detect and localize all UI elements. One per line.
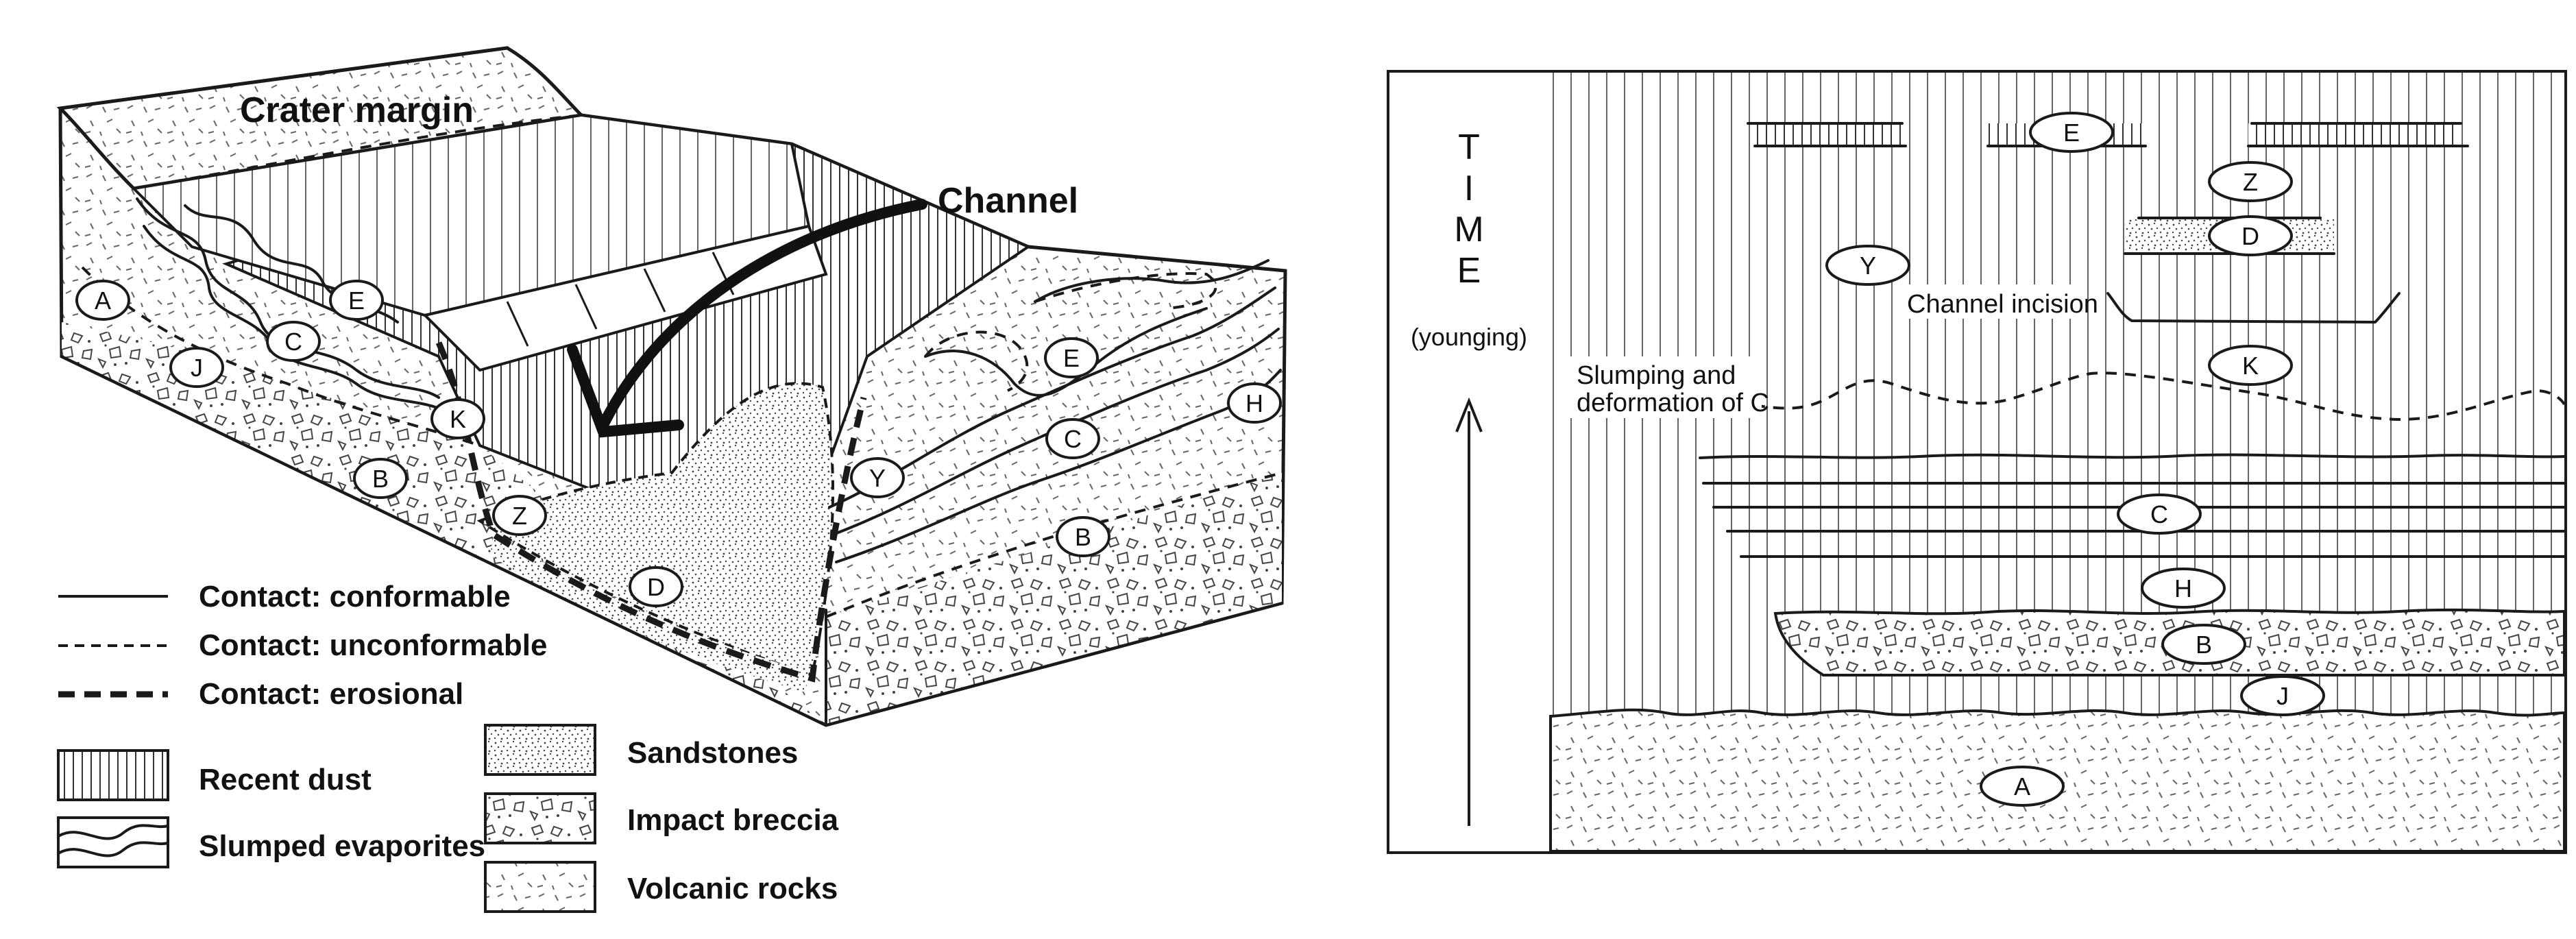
svg-text:K: K bbox=[2242, 352, 2259, 380]
svg-text:J: J bbox=[191, 354, 203, 382]
block-unit-b-right: B bbox=[1056, 516, 1110, 557]
time-note: (younging) bbox=[1411, 323, 1527, 351]
column-unit-z: Z bbox=[2208, 161, 2293, 202]
svg-text:Impact breccia: Impact breccia bbox=[627, 803, 839, 837]
block-unit-h: H bbox=[1227, 382, 1282, 424]
svg-text:C: C bbox=[2150, 500, 2168, 528]
time-arrow-head bbox=[1455, 397, 1483, 432]
svg-text:Contact: unconformable: Contact: unconformable bbox=[199, 629, 547, 662]
svg-text:E: E bbox=[2063, 119, 2080, 147]
svg-text:B: B bbox=[2196, 631, 2212, 659]
block-unit-labels: A J C E K B Z bbox=[75, 280, 1282, 607]
svg-text:Slumping and: Slumping and bbox=[1577, 361, 1736, 390]
legend-recent-dust: Recent dust bbox=[57, 749, 372, 801]
svg-text:C: C bbox=[1064, 425, 1082, 453]
legend-volcanic-rocks: Volcanic rocks bbox=[484, 861, 838, 913]
svg-text:Y: Y bbox=[869, 464, 886, 492]
block-unit-c-right: C bbox=[1045, 418, 1100, 459]
column-unit-b: B bbox=[2161, 624, 2246, 665]
block-diagram: Crater margin Channel A J C E K bbox=[56, 46, 1287, 727]
block-unit-y: Y bbox=[850, 457, 905, 498]
svg-text:Volcanic rocks: Volcanic rocks bbox=[627, 872, 838, 905]
column-slumping-contact bbox=[1658, 371, 2566, 422]
svg-text:Contact: conformable: Contact: conformable bbox=[199, 580, 511, 613]
legend-contact-erosional: Contact: erosional bbox=[58, 677, 463, 711]
column-unit-labels: E Z D Y K C H bbox=[1825, 112, 2325, 807]
svg-text:C: C bbox=[284, 328, 302, 356]
svg-text:Contact: erosional: Contact: erosional bbox=[199, 677, 463, 711]
column-unit-d: D bbox=[2208, 215, 2293, 256]
legend-slumped-evaporites: Slumped evaporites bbox=[57, 816, 485, 868]
block-unit-e-right: E bbox=[1044, 337, 1099, 378]
dust-terrace bbox=[422, 224, 828, 372]
block-edges bbox=[60, 355, 1283, 727]
stratigraphic-column: T I M E (younging) Slumping and deformat… bbox=[1387, 70, 2567, 854]
svg-text:J: J bbox=[2276, 682, 2289, 710]
svg-text:E: E bbox=[1457, 251, 1481, 291]
channel-sandstone bbox=[476, 382, 835, 677]
channel-incision-label: Channel incision bbox=[1902, 284, 2098, 319]
channel-label: Channel bbox=[938, 181, 1078, 221]
svg-text:M: M bbox=[1454, 210, 1483, 249]
column-unit-y: Y bbox=[1825, 245, 1910, 286]
column-unit-j: J bbox=[2240, 675, 2325, 716]
legend-sandstones: Sandstones bbox=[484, 724, 798, 776]
legend-contact-conformable: Contact: conformable bbox=[58, 580, 511, 613]
svg-text:E: E bbox=[348, 286, 365, 315]
svg-text:Z: Z bbox=[512, 502, 527, 530]
block-unit-e-left: E bbox=[329, 280, 384, 321]
svg-text:Recent dust: Recent dust bbox=[199, 763, 372, 796]
block-unit-c: C bbox=[266, 321, 321, 362]
block-unit-k: K bbox=[430, 398, 485, 439]
block-unit-z: Z bbox=[492, 495, 547, 536]
svg-text:Slumped evaporites: Slumped evaporites bbox=[199, 829, 485, 863]
svg-text:K: K bbox=[450, 405, 466, 433]
column-unit-h: H bbox=[2141, 568, 2226, 609]
svg-text:B: B bbox=[372, 465, 389, 493]
svg-text:H: H bbox=[2174, 574, 2192, 602]
block-unit-d: D bbox=[629, 566, 683, 607]
column-unit-k: K bbox=[2208, 345, 2293, 386]
channel-arrow-shaft bbox=[598, 199, 927, 430]
legend-impact-breccia: Impact breccia bbox=[484, 792, 839, 844]
column-unit-c: C bbox=[2117, 493, 2202, 535]
block-unit-j: J bbox=[169, 347, 224, 388]
svg-text:I: I bbox=[1464, 169, 1474, 208]
svg-text:B: B bbox=[1075, 523, 1091, 551]
breccia-right bbox=[826, 473, 1282, 725]
svg-text:D: D bbox=[647, 573, 665, 601]
svg-text:T: T bbox=[1458, 127, 1480, 167]
slumping-label: Slumping and deformation of C bbox=[1570, 356, 1769, 418]
svg-text:A: A bbox=[2014, 772, 2030, 801]
svg-text:Y: Y bbox=[1860, 252, 1876, 280]
svg-text:D: D bbox=[2241, 222, 2259, 250]
svg-text:H: H bbox=[1246, 389, 1263, 417]
column-unit-e: E bbox=[2029, 112, 2114, 153]
svg-text:Z: Z bbox=[2243, 168, 2258, 196]
unconformable-contacts bbox=[81, 114, 1283, 618]
crater-margin-label: Crater margin bbox=[240, 90, 474, 130]
erosional-contact bbox=[435, 341, 867, 683]
block-unit-a: A bbox=[75, 280, 130, 321]
channel-arrow-head bbox=[567, 344, 684, 438]
block-unit-b-left: B bbox=[353, 458, 408, 499]
svg-text:Channel incision: Channel incision bbox=[1907, 290, 2098, 319]
column-e-layers bbox=[1747, 122, 2469, 147]
svg-text:E: E bbox=[1063, 344, 1080, 372]
time-label: T I M E bbox=[1454, 127, 1483, 291]
svg-text:deformation of C: deformation of C bbox=[1577, 389, 1769, 417]
legend-contact-unconformable: Contact: unconformable bbox=[58, 629, 547, 662]
column-unit-a: A bbox=[1980, 766, 2065, 807]
svg-text:Sandstones: Sandstones bbox=[627, 736, 798, 770]
column-channel-incision bbox=[2106, 292, 2401, 324]
svg-text:A: A bbox=[95, 286, 111, 315]
legend: Contact: conformable Contact: unconforma… bbox=[57, 580, 839, 913]
